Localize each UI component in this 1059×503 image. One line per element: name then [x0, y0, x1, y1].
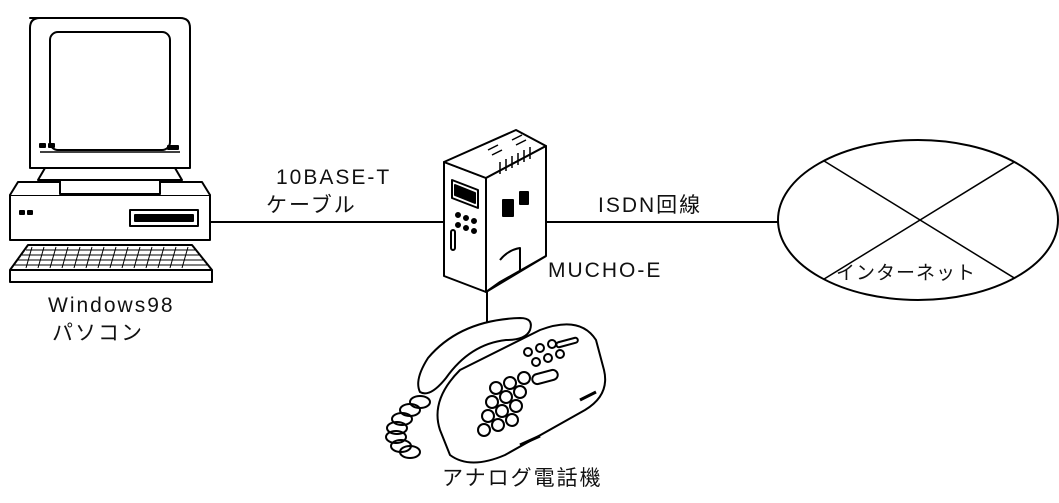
ethernet-cable-label: 10BASE-T	[276, 166, 392, 189]
internet-label: インターネット	[836, 263, 977, 284]
pc-label: パソコン	[52, 322, 144, 345]
internet-ellipse	[777, 139, 1059, 301]
pc-icon	[9, 17, 213, 283]
ethernet-cable-label-sub: ケーブル	[266, 194, 357, 217]
router-label: MUCHO-E	[548, 259, 663, 282]
telephone-label: アナログ電話機	[442, 467, 603, 490]
pc-os-label: Windows98	[48, 294, 175, 317]
isdn-line-label: ISDN回線	[598, 194, 703, 217]
router-icon	[443, 129, 547, 293]
telephone-icon	[385, 317, 607, 464]
